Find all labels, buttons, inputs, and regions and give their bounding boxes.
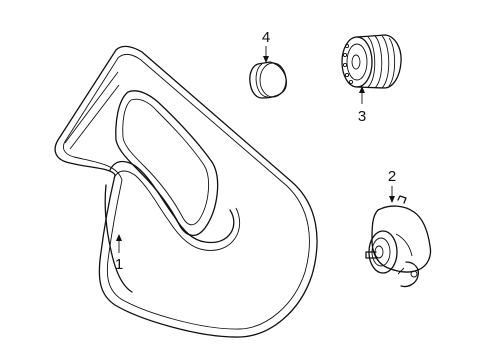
tensioner-arrow-icon bbox=[389, 196, 395, 203]
callout-tensioner: 2 bbox=[388, 168, 396, 185]
belt-arrow-icon bbox=[116, 234, 122, 241]
callout-leaders bbox=[116, 46, 395, 253]
callout-idler-pulley: 3 bbox=[358, 108, 366, 125]
pulley-arrow-icon bbox=[359, 86, 365, 93]
callout-cap: 4 bbox=[262, 29, 270, 46]
tensioner-part bbox=[365, 195, 432, 288]
serpentine-belt bbox=[54, 45, 318, 338]
cap-part bbox=[249, 61, 287, 99]
cap-arrow-icon bbox=[263, 56, 269, 63]
callout-belt: 1 bbox=[115, 256, 123, 273]
idler-pulley-part bbox=[341, 34, 402, 89]
